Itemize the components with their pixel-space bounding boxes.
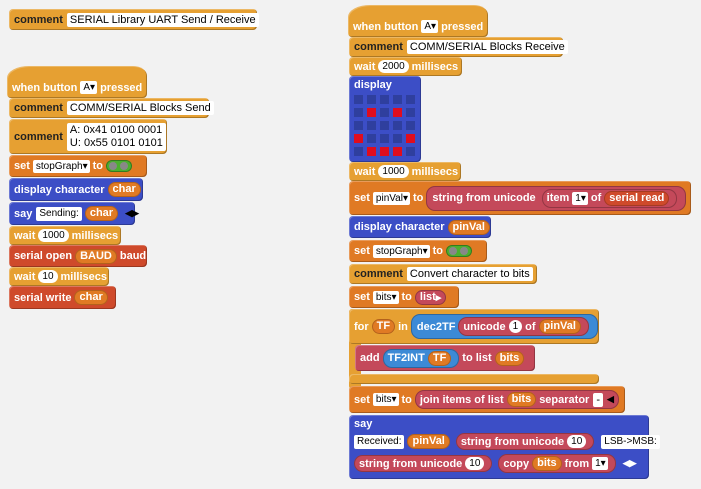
arrows-icon[interactable]: ◀▶ — [125, 208, 139, 218]
led-cell[interactable] — [406, 147, 415, 156]
set-bits-join-block[interactable]: set bits▾ to join items of list bits sep… — [349, 386, 625, 413]
arrow-left-icon[interactable]: ◀ — [607, 394, 614, 404]
serial-read-reporter[interactable]: serial read — [604, 190, 670, 206]
hat-when-button-pressed-send[interactable]: when button A▾ pressed — [7, 66, 147, 98]
toggle-switch[interactable] — [446, 245, 473, 257]
led-cell[interactable] — [367, 134, 376, 143]
led-cell[interactable] — [406, 134, 415, 143]
item-of-reporter[interactable]: item 1▾ of serial read — [541, 188, 678, 208]
bits-variable[interactable]: bits — [494, 350, 525, 366]
comment-block-receive[interactable]: comment COMM/SERIAL Blocks Receive — [349, 37, 568, 57]
var-dropdown[interactable]: stopGraph▾ — [372, 244, 430, 258]
led-cell[interactable] — [406, 121, 415, 130]
wait-2000-block[interactable]: wait 2000 millisecs — [349, 57, 462, 76]
char-variable[interactable]: char — [107, 182, 141, 197]
wait-1000-block-2[interactable]: wait 1000 millisecs — [349, 162, 461, 181]
led-cell[interactable] — [367, 108, 376, 117]
list-reporter[interactable]: list ▸ — [414, 289, 447, 305]
button-dropdown[interactable]: A▾ — [80, 81, 98, 94]
display-character-block-2[interactable]: display character pinVal — [349, 216, 491, 238]
comment-block-hex[interactable]: comment A: 0x41 0100 0001 U: 0x55 0101 0… — [9, 119, 167, 154]
led-cell[interactable] — [367, 95, 376, 104]
char-variable[interactable]: char — [74, 290, 108, 305]
led-cell[interactable] — [354, 95, 363, 104]
led-cell[interactable] — [354, 108, 363, 117]
led-cell[interactable] — [367, 147, 376, 156]
string-from-unicode-10[interactable]: string from unicode 10 — [455, 433, 595, 450]
led-cell[interactable] — [367, 121, 376, 130]
led-cell[interactable] — [393, 147, 402, 156]
led-matrix[interactable] — [354, 95, 415, 156]
wait-1000-block[interactable]: wait 1000 millisecs — [9, 226, 121, 245]
unicode-of-reporter[interactable]: unicode 1 of pinVal — [458, 317, 589, 336]
set-stopgraph-block-2[interactable]: set stopGraph▾ to — [349, 240, 487, 262]
led-cell[interactable] — [406, 108, 415, 117]
led-cell[interactable] — [393, 134, 402, 143]
say-received-block[interactable]: say Received: pinVal string from unicode… — [349, 415, 660, 479]
string-from-unicode-10-b[interactable]: string from unicode 10 — [354, 455, 493, 472]
button-dropdown[interactable]: A▾ — [421, 20, 439, 33]
led-cell[interactable] — [354, 147, 363, 156]
led-cell[interactable] — [380, 121, 389, 130]
pinval-variable[interactable]: pinVal — [407, 434, 450, 449]
toggle-switch[interactable] — [106, 160, 133, 172]
comment-text[interactable]: SERIAL Library UART Send / Receive — [66, 12, 259, 27]
tf-variable[interactable]: TF — [371, 319, 396, 334]
var-dropdown[interactable]: pinVal▾ — [372, 191, 410, 205]
led-cell[interactable] — [380, 134, 389, 143]
led-cell[interactable] — [354, 121, 363, 130]
led-cell[interactable] — [393, 95, 402, 104]
serial-write-block[interactable]: serial write char — [9, 286, 116, 309]
say-sending-block[interactable]: say Sending: char ◀▶ — [9, 202, 139, 225]
led-cell[interactable] — [406, 95, 415, 104]
var-dropdown[interactable]: bits▾ — [372, 393, 399, 406]
dec2tf-reporter[interactable]: dec2TF unicode 1 of pinVal — [410, 314, 598, 339]
set-pinval-block[interactable]: set pinVal▾ to string from unicode item … — [349, 181, 691, 215]
led-cell[interactable] — [354, 134, 363, 143]
led-cell[interactable] — [380, 108, 389, 117]
var-dropdown[interactable]: stopGraph▾ — [32, 159, 90, 173]
comment-block-send[interactable]: comment COMM/SERIAL Blocks Send — [9, 98, 214, 118]
for-loop-footer — [349, 374, 599, 384]
string-from-unicode-reporter[interactable]: string from unicode item 1▾ of serial re… — [426, 185, 687, 211]
set-stopgraph-block[interactable]: set stopGraph▾ to — [9, 155, 147, 177]
led-cell[interactable] — [393, 108, 402, 117]
led-cell[interactable] — [380, 95, 389, 104]
wait-10-block[interactable]: wait 10 millisecs — [9, 267, 109, 286]
copy-from-reporter[interactable]: copy bits from 1▾ — [498, 454, 616, 473]
led-cell[interactable] — [380, 147, 389, 156]
led-cell[interactable] — [393, 121, 402, 130]
char-variable[interactable]: char — [84, 206, 119, 221]
join-items-reporter[interactable]: join items of list bits separator - ◀ — [414, 390, 619, 409]
pinval-variable[interactable]: pinVal — [447, 219, 490, 235]
hat-when-button-pressed-receive[interactable]: when button A▾ pressed — [348, 5, 488, 37]
tf2int-reporter[interactable]: TF2INT TF — [382, 348, 460, 368]
display-character-block[interactable]: display character char — [9, 178, 143, 201]
set-bits-list-block[interactable]: set bits▾ to list ▸ — [349, 286, 459, 308]
for-loop-header[interactable]: for TF in dec2TF unicode 1 of pinVal — [349, 309, 599, 344]
baud-variable[interactable]: BAUD — [75, 248, 117, 264]
comment-block-convert[interactable]: comment Convert character to bits — [349, 264, 537, 284]
serial-open-block[interactable]: serial open BAUD baud — [9, 245, 147, 267]
var-dropdown[interactable]: bits▾ — [372, 290, 399, 304]
display-led-block[interactable]: display — [349, 76, 421, 162]
comment-block-title[interactable]: comment SERIAL Library UART Send / Recei… — [9, 9, 259, 30]
add-to-list-block[interactable]: add TF2INT TF to list bits — [355, 345, 535, 371]
arrows-icon[interactable]: ◀▶ — [622, 458, 637, 468]
comment-label: comment — [14, 13, 63, 26]
